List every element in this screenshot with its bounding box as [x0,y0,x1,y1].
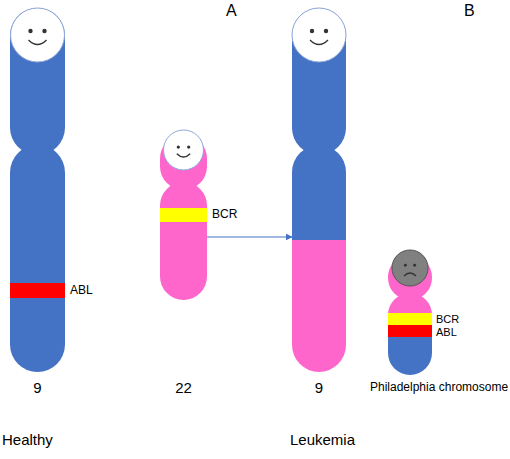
chromosome-9: ABL9 [10,8,65,403]
gene-label: Philadelphia chromosome [370,381,508,394]
chromosome-outline [388,250,432,400]
chromosome-band [388,293,432,313]
happy-face [11,8,65,62]
chromosome-band [388,325,432,337]
gene-label: BCR [436,313,459,325]
chromosome-number: 22 [160,380,207,397]
state-label: Healthy [2,432,53,449]
gene-label: ABL [70,284,93,297]
chromosome-band [292,240,346,372]
chromosome-band [10,145,65,283]
gene-label: ABL [436,326,457,338]
chromosome-number: 9 [292,380,346,397]
gene-label: BCR [212,208,237,221]
chromosome-outline [292,8,346,403]
chromosome-band [160,208,207,222]
philadelphia-chromosome: BCRABLPhiladelphia chromosome [388,250,432,400]
chromosome-arm [388,293,432,375]
state-label: Leukemia [290,432,355,449]
chromosome-arm [10,8,65,155]
chromosome-band [10,8,65,155]
derivative-chromosome-9: 9 [292,8,346,403]
happy-face [164,130,204,170]
chromosome-band [10,283,65,298]
chromosome-band [160,222,207,300]
chromosome-band [388,313,432,325]
panel-letter: A [226,2,237,20]
chromosome-band [10,298,65,372]
chromosome-outline [160,130,207,400]
chromosome-band [160,182,207,208]
sad-face [392,250,428,286]
chromosome-band [292,8,346,155]
chromosome-band [388,337,432,375]
happy-face [292,8,346,62]
chromosome-number: 9 [10,380,65,397]
chromosome-outline [10,8,65,403]
chromosome-arm [10,145,65,372]
chromosome-22: BCR22 [160,130,207,400]
chromosome-arm [292,145,346,372]
translocation-arrow [207,236,292,237]
chromosome-arm [160,182,207,300]
chromosome-band [292,145,346,240]
chromosome-arm [292,8,346,155]
panel-letter: B [464,2,475,20]
